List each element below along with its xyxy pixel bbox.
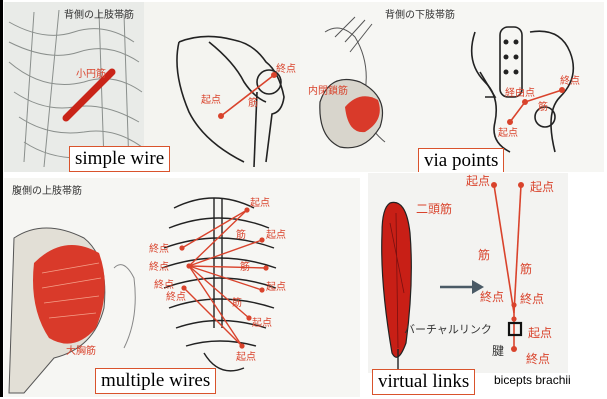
panel1-title: 背側の上肢帯筋 (64, 8, 134, 21)
panel3-insertion-3: 終点 (154, 278, 174, 291)
wire-line (221, 75, 274, 116)
panel4-insertion-left: 終点 (480, 289, 504, 304)
panel-simple-wire: 背側の上肢帯筋 小円筋 起点 終点 筋 simple wire (4, 2, 300, 172)
panel1-origin-label: 起点 (201, 94, 221, 106)
panel3-origin-1: 起点 (250, 197, 270, 209)
panel4-virtual-link-label: バーチャルリンク (404, 323, 492, 336)
via-point (522, 99, 528, 105)
panel4-origin-left: 起点 (466, 174, 490, 188)
panel1-insertion-label: 終点 (276, 62, 296, 75)
panel4-origin-lower: 起点 (528, 326, 552, 340)
panel3-muscle-3: 筋 (232, 296, 242, 309)
biceps-illustration: 二頭筋 起点 起点 筋 筋 終点 終点 起点 終点 バーチャルリンク 腱 (368, 173, 604, 397)
panel3-muscle-1: 筋 (236, 228, 246, 241)
panel3-origin-5: 起点 (236, 351, 256, 363)
panel4-muscle-left: 筋 (478, 247, 490, 262)
panel1-muscle-text: 筋 (248, 96, 258, 109)
panel3-origin-3: 起点 (266, 281, 286, 293)
panel3-insertion-1: 終点 (149, 242, 169, 255)
bicepts-brachii-label: bicepts brachii (494, 373, 571, 387)
panel-virtual-links: 二頭筋 起点 起点 筋 筋 終点 終点 起点 終点 バーチャルリンク 腱 vir… (368, 173, 604, 397)
panel1-muscle-label: 小円筋 (76, 67, 106, 80)
panel3-muscle-2: 筋 (240, 260, 250, 273)
panel2-insertion-label: 終点 (560, 74, 580, 87)
caption-simple-wire: simple wire (69, 146, 170, 172)
caption-virtual-links: virtual links (372, 369, 475, 395)
caption-multiple-wires: multiple wires (95, 368, 216, 394)
panel2-origin-label: 起点 (498, 127, 518, 139)
panel3-insertion-4: 終点 (166, 290, 186, 303)
panel2-muscle-label: 内閉鎖筋 (308, 84, 348, 97)
pectoralis-muscle (33, 245, 105, 344)
chest-illustration: 腹側の上肢帯筋 大胸筋 起点 起点 起点 起点 起点 終点 終点 終点 終点 筋… (4, 178, 360, 397)
panel4-tendon-label: 腱 (492, 344, 504, 358)
caption-via-points: via points (418, 148, 504, 172)
panel3-title: 腹側の上肢帯筋 (12, 184, 82, 197)
panel2-via-label: 経由点 (505, 86, 535, 99)
panel4-insertion-right: 終点 (520, 291, 544, 306)
panel-via-points: 背側の下肢帯筋 内閉鎖筋 起点 終点 経由点 筋 via points (300, 2, 604, 172)
panel4-muscle-right: 筋 (520, 261, 532, 276)
insertion-point (559, 87, 565, 93)
panel2-muscle-text: 筋 (538, 100, 548, 113)
panel2-title: 背側の下肢帯筋 (385, 8, 455, 21)
panel3-muscle-label: 大胸筋 (66, 344, 96, 357)
panel3-origin-4: 起点 (252, 317, 272, 329)
panel-multiple-wires: 腹側の上肢帯筋 大胸筋 起点 起点 起点 起点 起点 終点 終点 終点 終点 筋… (4, 178, 360, 397)
panel3-insertion-2: 終点 (149, 260, 169, 273)
panel4-origin-right: 起点 (530, 180, 554, 194)
panel4-muscle-label: 二頭筋 (416, 201, 452, 216)
origin-point (218, 113, 224, 119)
origin-point (507, 119, 513, 125)
panel4-insertion-lower: 終点 (526, 351, 550, 366)
pelvis-illustration: 背側の下肢帯筋 内閉鎖筋 起点 終点 経由点 筋 (300, 2, 604, 172)
panel3-origin-2: 起点 (266, 229, 286, 241)
